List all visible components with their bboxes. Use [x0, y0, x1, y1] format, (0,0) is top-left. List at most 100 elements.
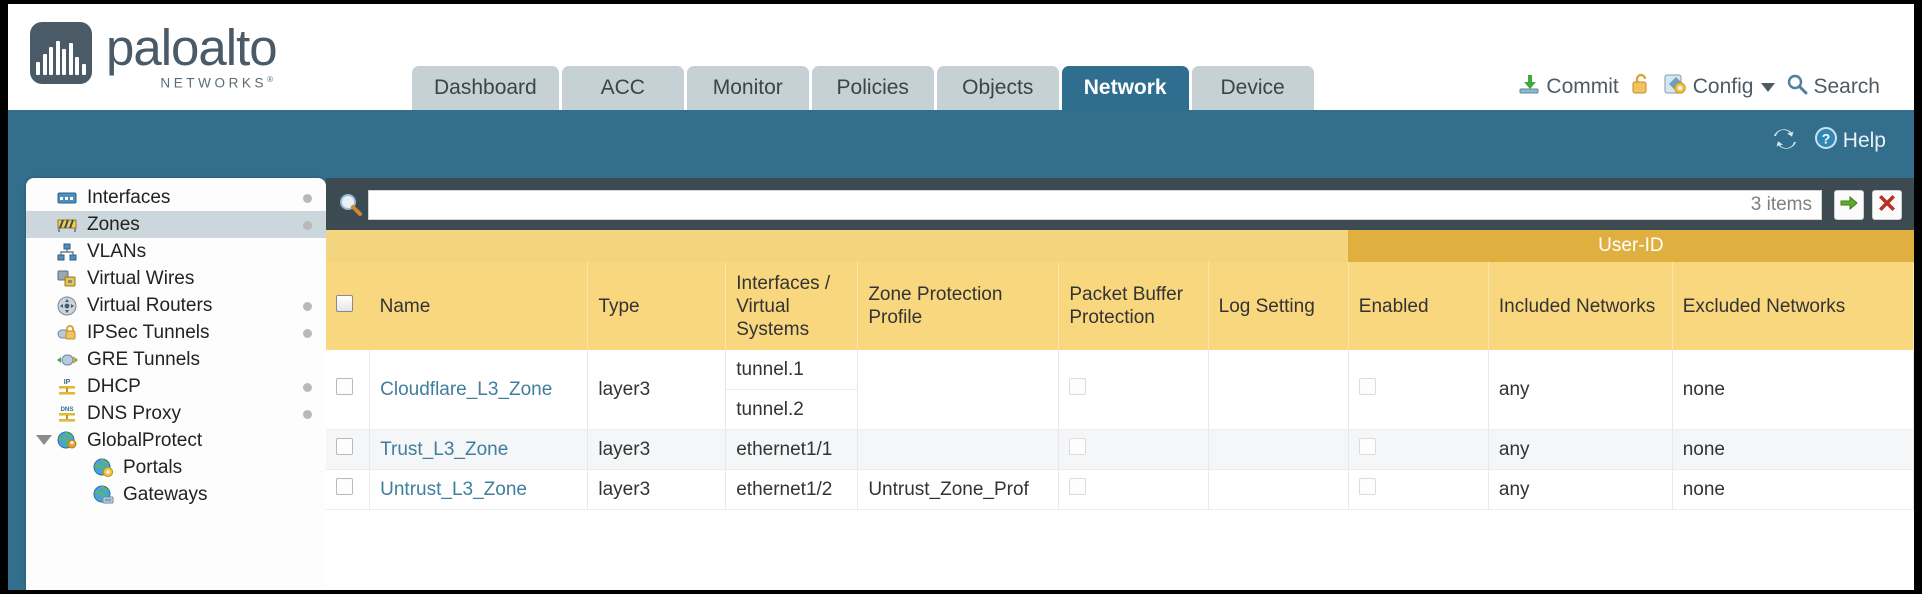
sidebar-item-label: DNS Proxy — [87, 402, 181, 424]
sidebar-item-label: DHCP — [87, 375, 141, 397]
content-area: Interfaces Zones VLANs Vir — [8, 178, 1914, 590]
cell-interfaces: ethernet1/1 — [725, 429, 859, 470]
tab-device[interactable]: Device — [1191, 66, 1314, 110]
sidebar-item-gateways[interactable]: Gateways — [26, 481, 326, 508]
arrow-right-icon — [1839, 194, 1859, 217]
table-row[interactable]: Cloudflare_L3_Zone layer3 tunnel.1 tunne… — [326, 350, 1914, 430]
filter-search-icon — [338, 192, 364, 223]
packet-buffer-checkbox[interactable] — [1069, 478, 1087, 495]
firewall-web-ui: paloalto NETWORKS® Dashboard ACC Monitor… — [8, 4, 1914, 590]
cell-name: Trust_L3_Zone — [369, 429, 589, 470]
sidebar-item-label: Virtual Wires — [87, 267, 195, 289]
table-row[interactable]: Trust_L3_Zone layer3 ethernet1/1 — [326, 429, 1914, 470]
refresh-icon[interactable] — [1772, 127, 1798, 156]
commit-button[interactable]: Commit — [1517, 72, 1619, 102]
col-type[interactable]: Type — [587, 262, 727, 350]
cell-type: layer3 — [587, 469, 727, 510]
packet-buffer-checkbox[interactable] — [1069, 378, 1087, 395]
col-zone-protection-profile[interactable]: Zone Protection Profile — [857, 262, 1060, 350]
zones-table-wrap: User-ID Name Type Interfaces / Virtual S… — [326, 230, 1914, 590]
select-all-checkbox[interactable] — [336, 294, 353, 312]
sidebar-item-zones[interactable]: Zones — [26, 211, 326, 238]
sidebar-item-dns-proxy[interactable]: DNS DNS Proxy — [26, 400, 326, 427]
sidebar-item-virtual-wires[interactable]: Virtual Wires — [26, 265, 326, 292]
clear-filter-button[interactable] — [1872, 190, 1902, 220]
chevron-down-icon[interactable] — [36, 435, 52, 445]
row-checkbox[interactable] — [336, 478, 353, 495]
tab-dashboard[interactable]: Dashboard — [412, 66, 559, 110]
zone-link[interactable]: Untrust_L3_Zone — [380, 479, 527, 500]
col-name[interactable]: Name — [369, 262, 589, 350]
help-label: Help — [1842, 129, 1886, 152]
sidebar-item-label: Portals — [123, 456, 183, 478]
packet-buffer-checkbox[interactable] — [1069, 438, 1087, 455]
tab-network[interactable]: Network — [1061, 66, 1189, 110]
col-userid-enabled[interactable]: Enabled — [1348, 262, 1489, 350]
sidebar-item-globalprotect[interactable]: GlobalProtect — [26, 427, 326, 454]
sidebar-item-dhcp[interactable]: IP DHCP — [26, 373, 326, 400]
table-header-row: Name Type Interfaces / Virtual Systems Z… — [326, 262, 1914, 350]
cell-name: Untrust_L3_Zone — [369, 469, 589, 510]
table-row[interactable]: Untrust_L3_Zone layer3 ethernet1/2 Untru… — [326, 469, 1914, 510]
cell-name: Cloudflare_L3_Zone — [369, 350, 589, 430]
chevron-down-icon — [1761, 82, 1776, 92]
col-packet-buffer-protection[interactable]: Packet Buffer Protection — [1058, 262, 1209, 350]
config-menu[interactable]: Config — [1663, 72, 1776, 102]
sidebar-item-label: Zones — [87, 213, 140, 235]
zones-table: User-ID Name Type Interfaces / Virtual S… — [326, 230, 1914, 510]
commit-icon — [1517, 72, 1541, 102]
sidebar-item-vlans[interactable]: VLANs — [26, 238, 326, 265]
cell-included-networks: any — [1488, 469, 1673, 510]
userid-enabled-checkbox[interactable] — [1358, 478, 1376, 495]
userid-enabled-checkbox[interactable] — [1358, 378, 1376, 395]
dhcp-icon: IP — [56, 377, 78, 397]
search-input[interactable] — [369, 192, 1743, 218]
interface-entry: tunnel.2 — [736, 399, 804, 420]
search-menu[interactable]: Search — [1786, 73, 1880, 101]
tab-acc[interactable]: ACC — [561, 66, 684, 110]
col-log-setting[interactable]: Log Setting — [1208, 262, 1349, 350]
group-spacer — [326, 230, 1349, 262]
gateways-icon — [92, 485, 114, 505]
config-label: Config — [1692, 75, 1754, 98]
sidebar-item-interfaces[interactable]: Interfaces — [26, 184, 326, 211]
main-nav-tabs: Dashboard ACC Monitor Policies Objects N… — [412, 66, 1314, 110]
tab-monitor[interactable]: Monitor — [686, 66, 809, 110]
unlock-icon — [1630, 72, 1652, 102]
portals-icon — [92, 458, 114, 478]
col-interfaces[interactable]: Interfaces / Virtual Systems — [725, 262, 859, 350]
sidebar-item-virtual-routers[interactable]: Virtual Routers — [26, 292, 326, 319]
sidebar-item-label: Interfaces — [87, 186, 171, 208]
col-included-networks[interactable]: Included Networks — [1488, 262, 1673, 350]
zone-link[interactable]: Cloudflare_L3_Zone — [380, 379, 553, 400]
apply-filter-button[interactable] — [1834, 190, 1864, 220]
cell-zone-protection-profile — [857, 429, 1060, 470]
sidebar-item-gre-tunnels[interactable]: GRE Tunnels — [26, 346, 326, 373]
tab-objects[interactable]: Objects — [936, 66, 1059, 110]
help-link[interactable]: ? Help — [1814, 126, 1886, 156]
status-dot — [303, 383, 312, 392]
status-dot — [303, 302, 312, 311]
col-excluded-networks[interactable]: Excluded Networks — [1672, 262, 1914, 350]
zone-link[interactable]: Trust_L3_Zone — [380, 439, 509, 460]
cell-log-setting — [1208, 429, 1349, 470]
brand-logo: paloalto NETWORKS® — [30, 22, 278, 91]
row-select-cell — [326, 350, 371, 430]
ipsec-tunnels-icon — [56, 323, 78, 343]
cell-userid-enabled — [1348, 429, 1489, 470]
cell-type: layer3 — [587, 429, 727, 470]
tab-policies[interactable]: Policies — [811, 66, 934, 110]
row-checkbox[interactable] — [336, 378, 353, 395]
sidebar-item-portals[interactable]: Portals — [26, 454, 326, 481]
interface-entry: ethernet1/2 — [736, 479, 833, 500]
unlock-button[interactable] — [1630, 72, 1652, 102]
filter-input-wrap: 3 items — [368, 190, 1822, 220]
userid-enabled-checkbox[interactable] — [1358, 438, 1376, 455]
sidebar-item-ipsec-tunnels[interactable]: IPSec Tunnels — [26, 319, 326, 346]
cell-packet-buffer-protection — [1058, 469, 1209, 510]
row-checkbox[interactable] — [336, 438, 353, 455]
group-header-userid: User-ID — [1348, 230, 1914, 262]
status-dot — [303, 194, 312, 203]
cell-packet-buffer-protection — [1058, 429, 1209, 470]
top-header: paloalto NETWORKS® Dashboard ACC Monitor… — [8, 4, 1914, 110]
